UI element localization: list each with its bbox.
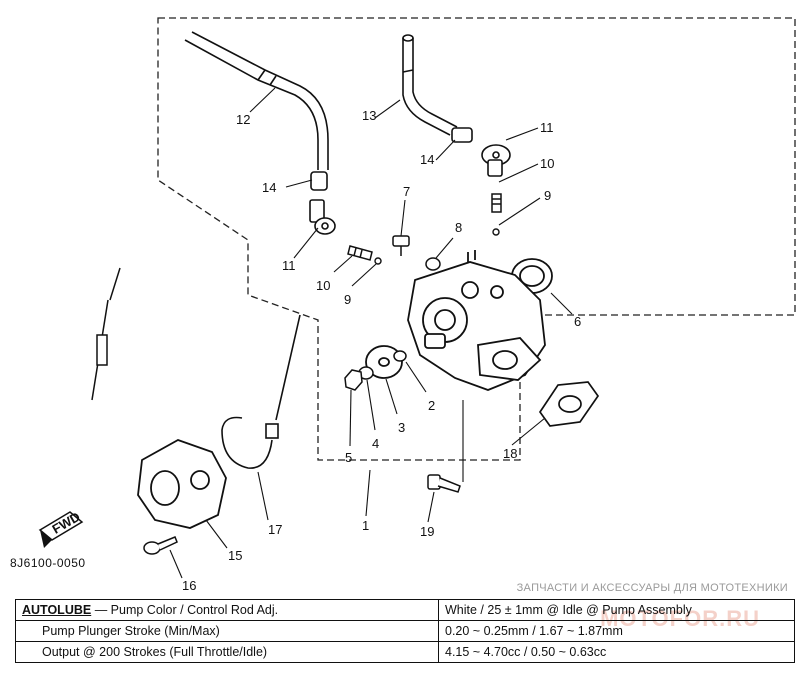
label-18: 18 bbox=[503, 446, 517, 461]
label-19: 19 bbox=[420, 524, 434, 539]
spec-header-value: White / 25 ± 1mm @ Idle @ Pump Assembly bbox=[438, 599, 795, 621]
forward-arrow: FWD bbox=[38, 509, 84, 548]
label-10-right: 10 bbox=[540, 156, 554, 171]
label-11-left: 11 bbox=[282, 258, 296, 273]
label-5: 5 bbox=[345, 450, 352, 465]
spec-row-value: 4.15 ~ 4.70cc / 0.50 ~ 0.63cc bbox=[438, 641, 795, 663]
hose-clip-right bbox=[451, 127, 473, 143]
label-16: 16 bbox=[182, 578, 196, 593]
label-12: 12 bbox=[236, 112, 250, 127]
drawing-code: 8J6100-0050 bbox=[10, 556, 86, 570]
cover-screw bbox=[143, 536, 178, 555]
spec-row: Output @ 200 Strokes (Full Throttle/Idle… bbox=[15, 641, 795, 663]
label-17: 17 bbox=[268, 522, 282, 537]
spec-header-name: AUTOLUBE bbox=[22, 603, 92, 617]
pump-pulley bbox=[365, 345, 403, 379]
oil-delivery-hose-right bbox=[402, 34, 458, 136]
label-9-right: 9 bbox=[544, 188, 551, 203]
spec-row-label: Pump Plunger Stroke (Min/Max) bbox=[15, 620, 439, 642]
union-bolt-left bbox=[347, 245, 373, 261]
bleed-screw bbox=[392, 235, 410, 256]
label-4: 4 bbox=[372, 436, 379, 451]
label-3: 3 bbox=[398, 420, 405, 435]
label-1: 1 bbox=[362, 518, 369, 533]
label-6: 6 bbox=[574, 314, 581, 329]
spec-header-row: AUTOLUBE — Pump Color / Control Rod Adj.… bbox=[15, 599, 795, 621]
watermark-text: ЗАПЧАСТИ И АКСЕССУАРЫ ДЛЯ МОТОТЕХНИКИ bbox=[516, 582, 788, 594]
label-14-left: 14 bbox=[262, 180, 276, 195]
label-2: 2 bbox=[428, 398, 435, 413]
label-10-left: 10 bbox=[316, 278, 330, 293]
washer-2 bbox=[393, 350, 407, 362]
hose-clip-left bbox=[310, 171, 328, 191]
label-7: 7 bbox=[403, 184, 410, 199]
spec-row-label: Output @ 200 Strokes (Full Throttle/Idle… bbox=[15, 641, 439, 663]
leader-lines bbox=[169, 87, 573, 579]
spec-row: Pump Plunger Stroke (Min/Max) 0.20 ~ 0.2… bbox=[15, 620, 795, 642]
spec-table: AUTOLUBE — Pump Color / Control Rod Adj.… bbox=[15, 599, 795, 663]
throttle-cable bbox=[91, 267, 121, 401]
banjo-fitting-right bbox=[481, 144, 511, 177]
parts-diagram: FWD 12 13 14 14 11 11 10 10 bbox=[38, 17, 796, 593]
fwd-label: FWD bbox=[49, 509, 82, 537]
union-bolt-right bbox=[491, 193, 502, 213]
nut-5 bbox=[344, 369, 363, 391]
pump-cable bbox=[221, 314, 301, 469]
label-9-left: 9 bbox=[344, 292, 351, 307]
autolube-pump-body bbox=[407, 250, 546, 391]
washer-9-right bbox=[492, 228, 500, 236]
spec-row-value: 0.20 ~ 0.25mm / 1.67 ~ 1.87mm bbox=[438, 620, 795, 642]
label-13: 13 bbox=[362, 108, 376, 123]
gasket-8 bbox=[425, 257, 441, 271]
pump-cover bbox=[137, 439, 227, 529]
label-15: 15 bbox=[228, 548, 242, 563]
pump-bolt bbox=[427, 474, 461, 493]
oil-delivery-hose-left bbox=[184, 31, 329, 170]
spec-header-rest: — Pump Color / Control Rod Adj. bbox=[91, 603, 279, 617]
banjo-fitting-left bbox=[309, 199, 336, 235]
pump-gasket bbox=[538, 381, 600, 427]
label-14-right: 14 bbox=[420, 152, 434, 167]
part-number-labels: 12 13 14 14 11 11 10 10 9 9 7 8 6 2 3 4 … bbox=[182, 108, 581, 593]
label-11-right: 11 bbox=[540, 120, 554, 135]
assembly-boundary bbox=[157, 17, 796, 461]
washer-9-left bbox=[374, 257, 382, 265]
spec-header-label: AUTOLUBE — Pump Color / Control Rod Adj. bbox=[15, 599, 439, 621]
label-8: 8 bbox=[455, 220, 462, 235]
